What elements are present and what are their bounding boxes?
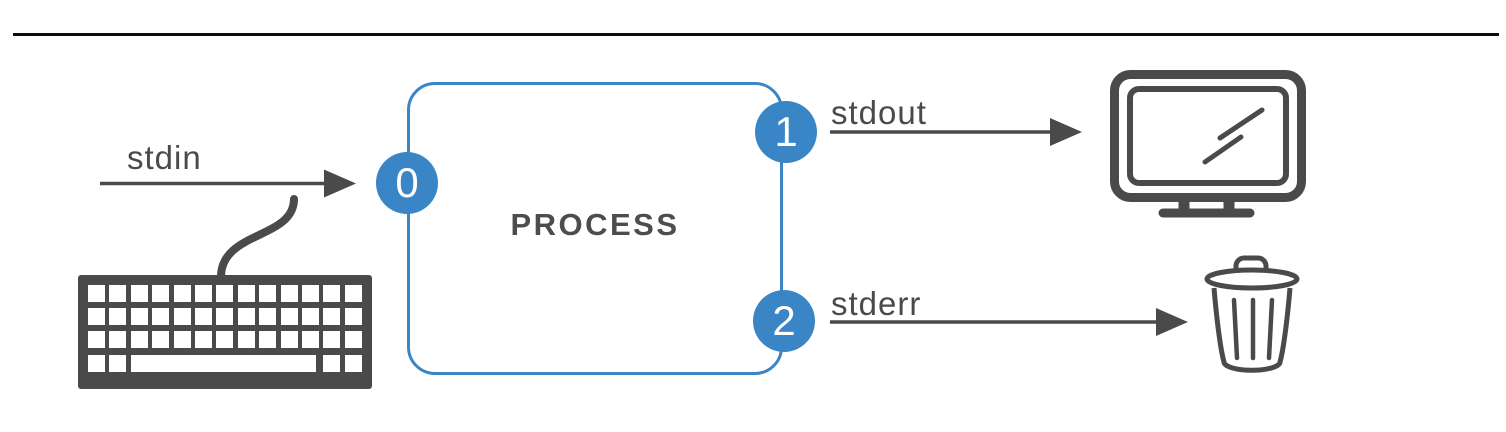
stderr-label: stderr [831, 285, 922, 322]
trash-icon [1204, 255, 1300, 373]
top-divider-line [13, 33, 1499, 36]
fd-number-1: 1 [774, 108, 798, 155]
fd-circle-stderr: 2 [753, 290, 815, 352]
keyboard-cable [217, 195, 298, 281]
fd-number-2: 2 [772, 297, 796, 344]
fd-circle-stdout: 1 [755, 101, 817, 163]
stdin-label: stdin [127, 139, 202, 176]
stderr-arrow [830, 308, 1188, 336]
fd-number-0: 0 [395, 159, 419, 206]
process-box: PROCESS [407, 82, 783, 375]
keyboard-icon [78, 275, 372, 389]
process-label: PROCESS [510, 206, 680, 242]
fd-circle-stdin: 0 [376, 152, 438, 214]
monitor-icon [1110, 70, 1306, 218]
stdout-arrow [830, 118, 1082, 146]
stdout-label: stdout [831, 94, 927, 131]
stdin-arrow [100, 169, 356, 198]
